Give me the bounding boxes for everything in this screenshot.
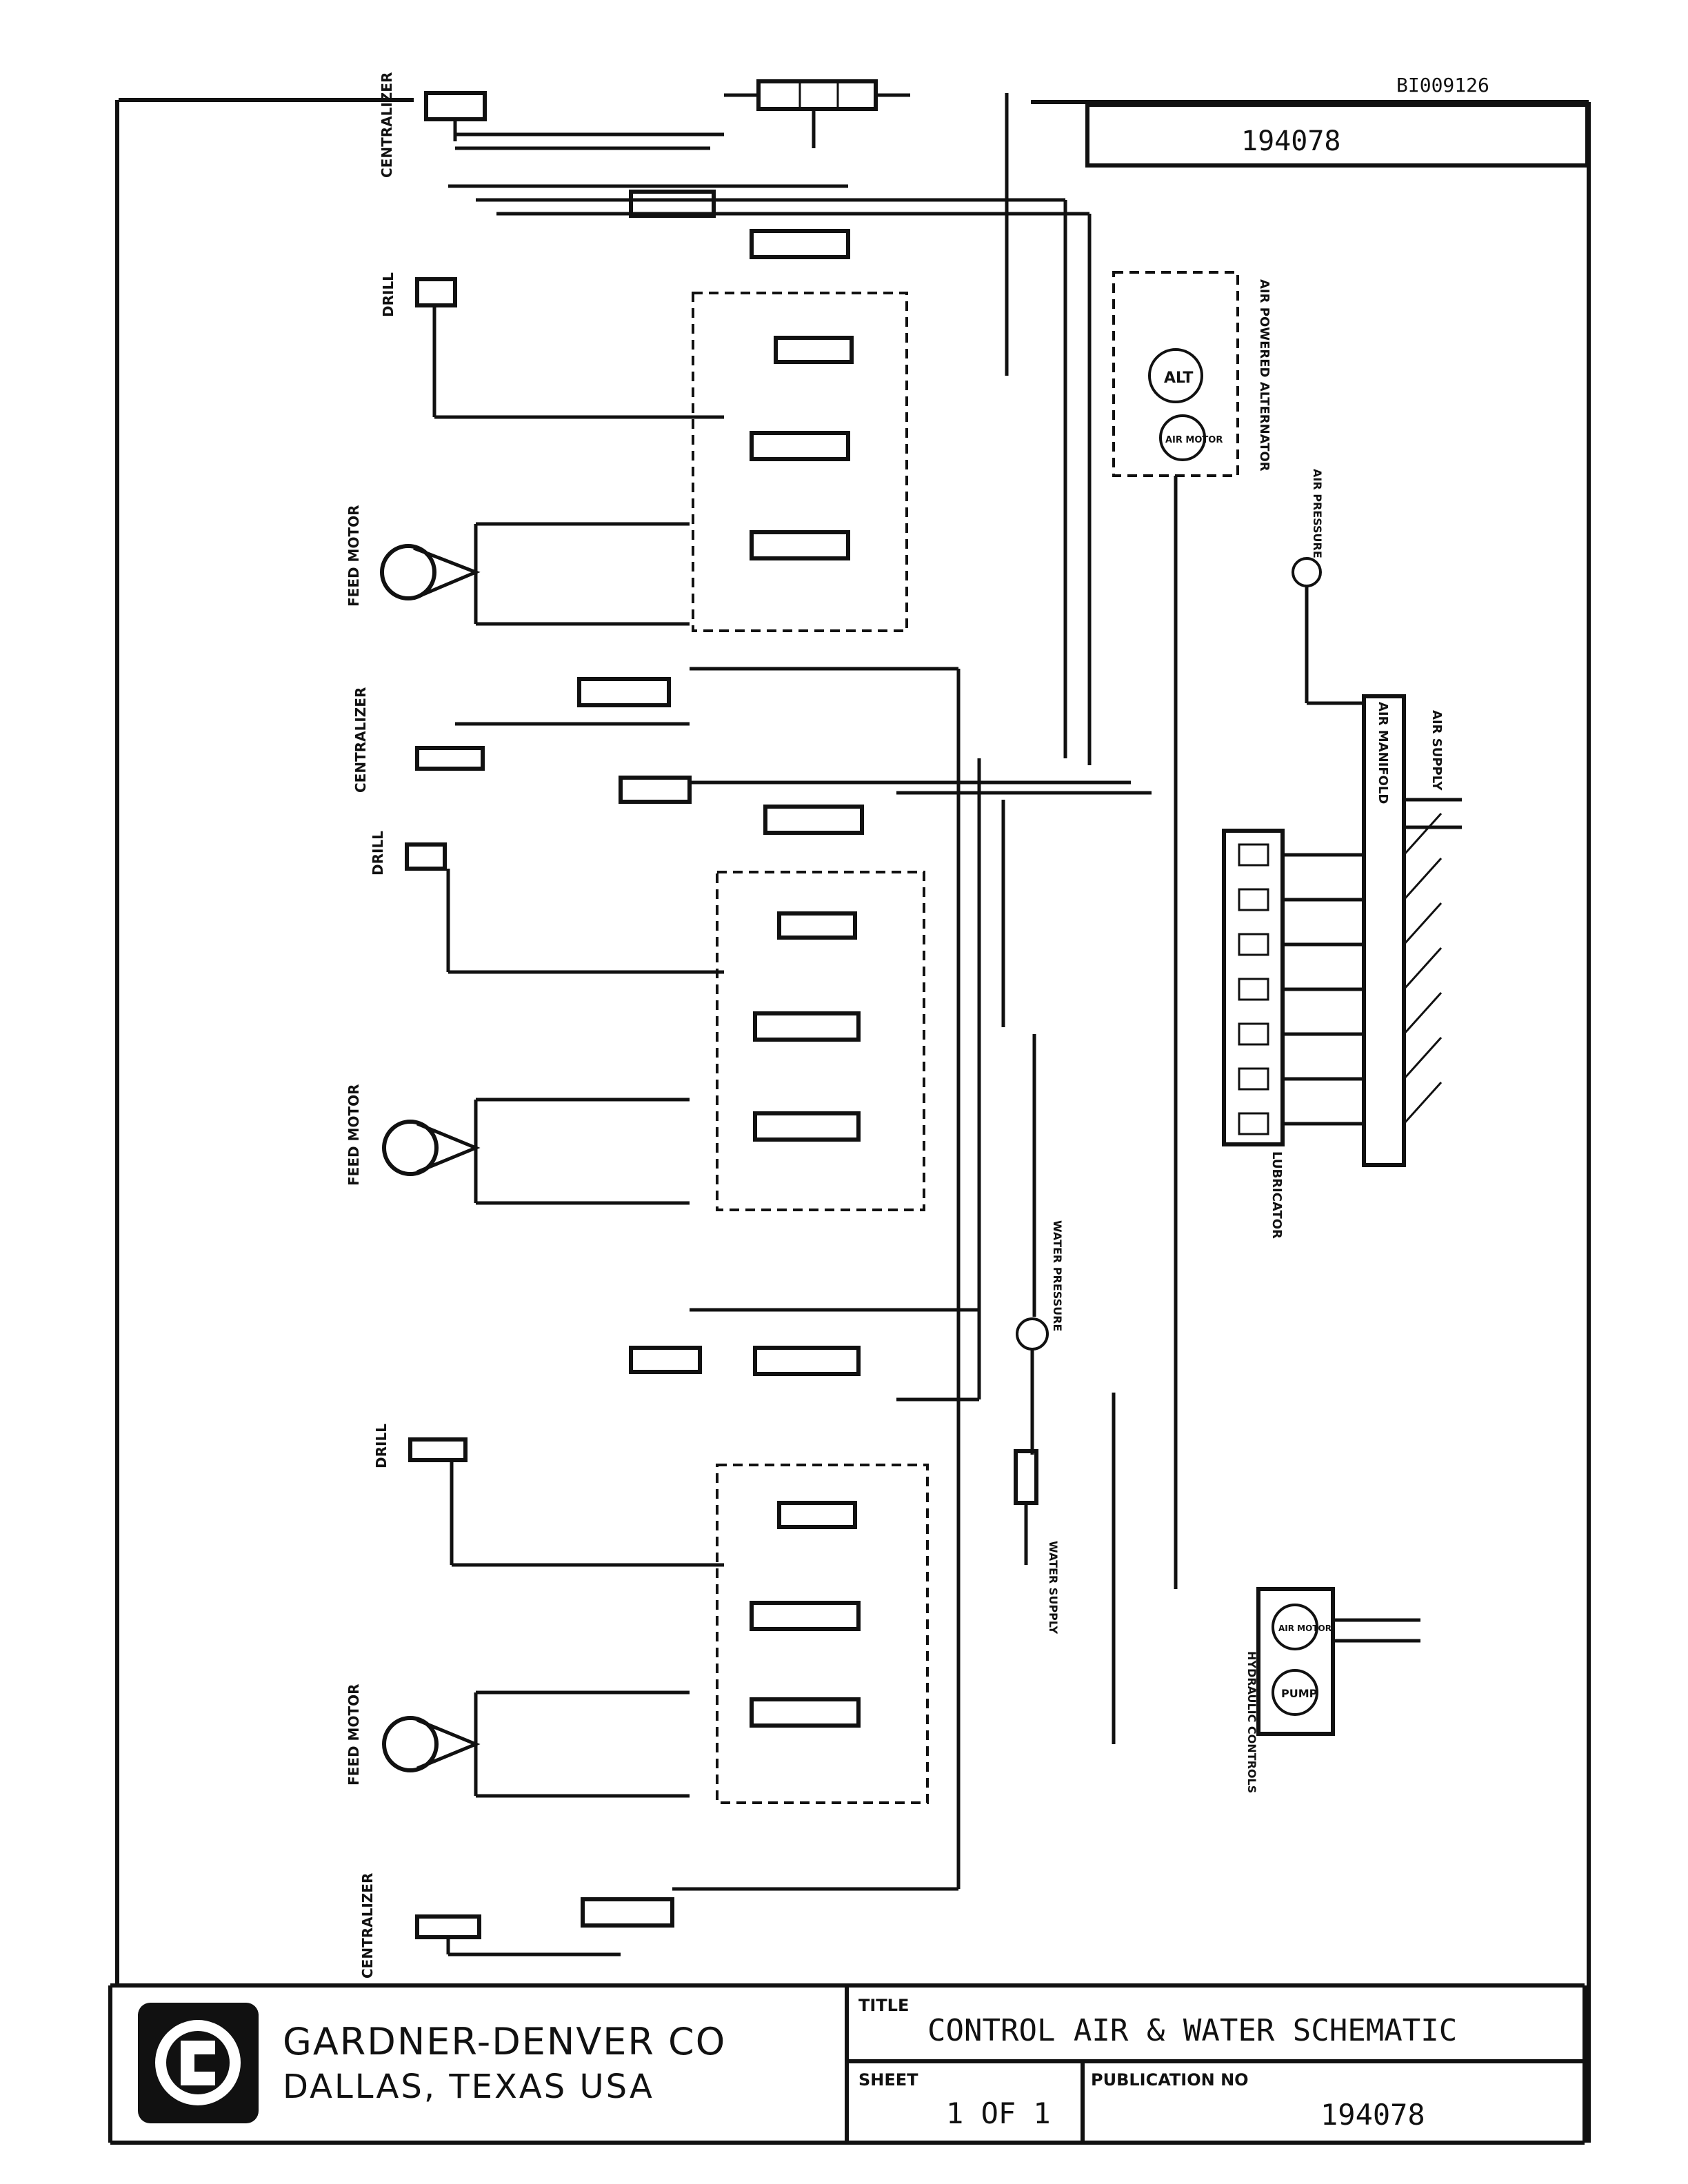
- valve-cluster-middle: [690, 780, 1152, 1211]
- feed-motor-lower: FEED MOTOR: [345, 1684, 690, 1798]
- air-powered-alternator-label: AIR POWERED ALTERNATOR: [1257, 279, 1272, 472]
- air-pressure-gauge: AIR PRESSURE: [1292, 469, 1364, 705]
- lubricator: LUBRICATOR: [1222, 812, 1443, 1239]
- drawing-frame: [108, 98, 1591, 2145]
- valve-cluster-lower: [690, 1308, 979, 1804]
- drill-middle-label: DRILL: [370, 831, 386, 876]
- centralizer-top-label: CENTRALIZER: [379, 72, 395, 178]
- valve-cluster-upper: [448, 184, 1089, 632]
- water-supply: WATER SUPPLY: [1014, 1449, 1060, 1634]
- drill-middle: DRILL: [370, 776, 864, 974]
- company-logo: [138, 2003, 259, 2123]
- air-motor-label-hydraulic: AIR MOTOR: [1278, 1624, 1332, 1633]
- title-label: TITLE: [858, 1996, 909, 2015]
- air-powered-alternator: ALT AIR MOTOR AIR POWERED ALTERNATOR: [1112, 271, 1272, 545]
- hydraulic-controls: AIR MOTOR PUMP HYDRAULIC CONTROLS: [1245, 1587, 1420, 1793]
- drill-top-label: DRILL: [380, 272, 396, 317]
- feed-motor-top: FEED MOTOR: [345, 505, 690, 626]
- drawing-number-box: 194078: [1085, 103, 1589, 168]
- air-manifold-label: AIR MANIFOLD: [1376, 702, 1390, 804]
- feed-motor-middle-label: FEED MOTOR: [345, 1084, 362, 1186]
- alt-label: ALT: [1164, 370, 1193, 387]
- sheet-label: SHEET: [858, 2070, 918, 2090]
- centralizer-bottom: CENTRALIZER: [359, 1873, 958, 1979]
- company-name: GARDNER-DENVER CO: [283, 2020, 726, 2063]
- centralizer-second: CENTRALIZER: [352, 677, 690, 793]
- air-manifold: AIR MANIFOLD AIR SUPPLY: [1362, 694, 1462, 1167]
- trunk-lines: [690, 93, 1178, 1889]
- drill-top: DRILL: [380, 272, 724, 419]
- publication-number: 194078: [1320, 2098, 1425, 2132]
- company-location: DALLAS, TEXAS USA: [283, 2067, 654, 2106]
- sheet-value: 1 OF 1: [946, 2096, 1051, 2130]
- feed-motor-top-label: FEED MOTOR: [345, 505, 362, 607]
- water-supply-label: WATER SUPPLY: [1047, 1541, 1060, 1634]
- hydraulic-controls-label: HYDRAULIC CONTROLS: [1245, 1651, 1258, 1793]
- pump-label: PUMP: [1281, 1687, 1318, 1700]
- lubricator-label: LUBRICATOR: [1269, 1151, 1284, 1239]
- centralizer-second-label: CENTRALIZER: [352, 687, 369, 793]
- centralizer-top-valve: [724, 79, 910, 148]
- doc-reference: BI009126: [1396, 74, 1489, 97]
- air-pressure-label: AIR PRESSURE: [1311, 469, 1324, 558]
- drill-lower: DRILL: [373, 1346, 861, 1567]
- centralizer-bottom-label: CENTRALIZER: [359, 1873, 376, 1979]
- centralizer-top: CENTRALIZER: [379, 72, 724, 178]
- water-pressure-label: WATER PRESSURE: [1051, 1220, 1064, 1331]
- air-supply-label: AIR SUPPLY: [1429, 710, 1444, 791]
- schematic-title: CONTROL AIR & WATER SCHEMATIC: [927, 2013, 1457, 2048]
- drill-lower-label: DRILL: [373, 1424, 390, 1468]
- feed-motor-lower-label: FEED MOTOR: [345, 1684, 362, 1786]
- water-pressure-gauge: WATER PRESSURE: [1016, 1220, 1064, 1455]
- title-block: GARDNER-DENVER CO DALLAS, TEXAS USA TITL…: [138, 1985, 1587, 2143]
- feed-motor-middle: FEED MOTOR: [345, 1084, 690, 1205]
- air-motor-label-alternator: AIR MOTOR: [1165, 435, 1223, 445]
- drawing-number: 194078: [1241, 125, 1341, 157]
- publication-label: PUBLICATION NO: [1091, 2070, 1249, 2090]
